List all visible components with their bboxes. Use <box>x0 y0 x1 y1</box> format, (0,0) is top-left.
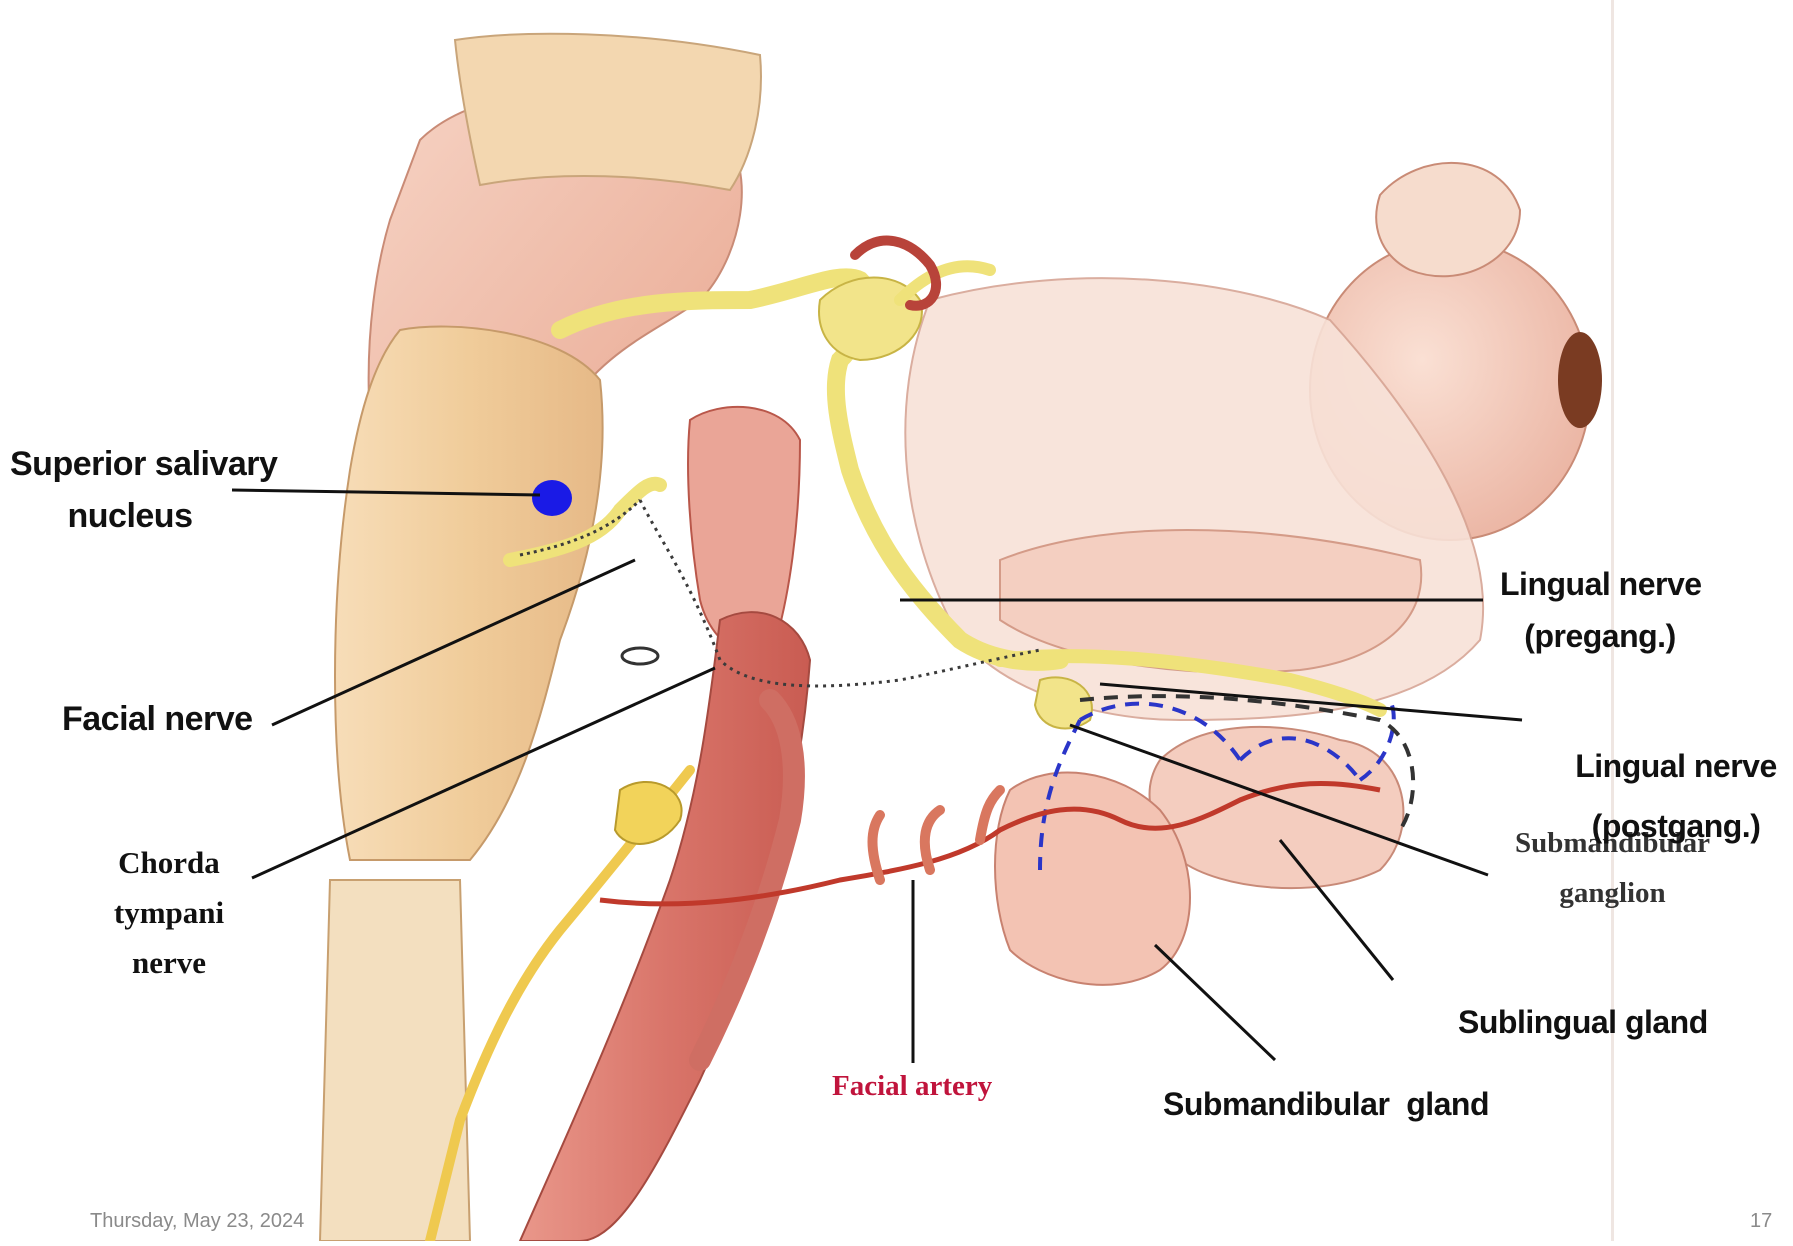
label-superior-salivary-line1: Superior salivary <box>10 438 250 490</box>
pons-block <box>455 34 761 190</box>
footer-page-number: 17 <box>1750 1210 1772 1233</box>
pupil-shape <box>1558 332 1602 428</box>
label-lingual-pregang: Lingual nerve (pregang.) <box>1500 558 1700 662</box>
loop-marker <box>622 648 658 664</box>
sympathetic-ganglion <box>615 782 682 844</box>
label-submandibular-ganglion-line2: ganglion <box>1505 868 1720 918</box>
label-lingual-pre-line2: (pregang.) <box>1500 610 1700 662</box>
label-chorda-line1: Chorda <box>104 838 234 888</box>
label-sublingual-gland: Sublingual gland <box>1458 1004 1708 1041</box>
salivary-nucleus <box>532 480 572 516</box>
footer-date: Thursday, May 23, 2024 <box>90 1210 304 1233</box>
label-superior-salivary-line2: nucleus <box>10 490 250 542</box>
sublingual-gland-shape <box>1150 727 1404 888</box>
label-lingual-pre-line1: Lingual nerve <box>1500 558 1700 610</box>
label-facial-nerve: Facial nerve <box>62 700 253 739</box>
label-chorda-line2: tympani <box>104 888 234 938</box>
label-submandibular-gland: Submandibular gland <box>1163 1086 1489 1123</box>
label-lingual-postgang: Lingual nerve (postgang.) <box>1560 736 1792 856</box>
label-chorda-tympani: Chorda tympani nerve <box>104 838 234 988</box>
leader-submandibular-gland <box>1155 945 1275 1060</box>
facial-artery-branch-2 <box>873 790 1001 880</box>
label-lingual-post-line1: Lingual nerve <box>1560 736 1792 796</box>
label-facial-artery: Facial artery <box>832 1070 992 1103</box>
label-chorda-line3: nerve <box>104 938 234 988</box>
label-superior-salivary: Superior salivary nucleus <box>10 438 250 542</box>
label-lingual-post-line2: (postgang.) <box>1560 796 1792 856</box>
